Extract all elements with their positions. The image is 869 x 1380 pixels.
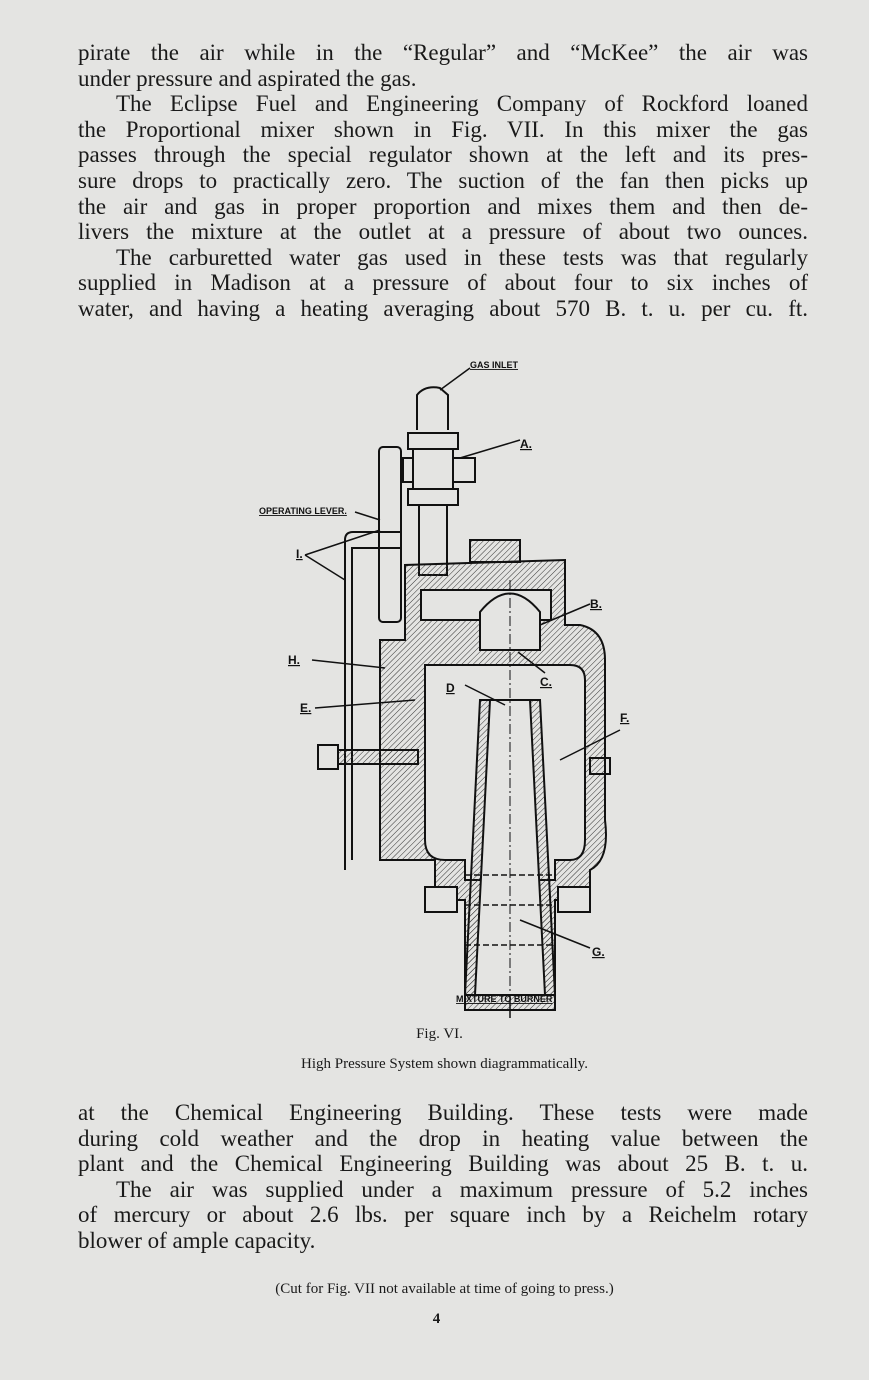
label-f: F.	[620, 711, 629, 725]
text-line: the Proportional mixer shown in Fig. VII…	[78, 116, 808, 142]
label-a: A.	[520, 437, 532, 451]
gas-inlet-pipe	[416, 386, 449, 430]
text-line: water, and having a heating averaging ab…	[78, 295, 808, 321]
text-line: passes through the special regulator sho…	[78, 142, 808, 168]
label-h: H.	[288, 653, 300, 667]
page-number: 4	[432, 1311, 441, 1327]
valve-body	[412, 448, 454, 490]
label-operating-lever: OPERATING LEVER.	[259, 506, 347, 516]
text-line: plant and the Chemical Engineering Build…	[78, 1151, 808, 1177]
text-line: The air was supplied under a maximum pre…	[116, 1176, 808, 1202]
adjusting-screw	[317, 744, 339, 770]
label-d: D	[446, 681, 455, 695]
text-line: The Eclipse Fuel and Engineering Company…	[116, 91, 808, 117]
label-b: B.	[590, 597, 602, 611]
text-line: sure drops to practically zero. The suct…	[78, 167, 808, 193]
text-line: during cold weather and the drop in heat…	[78, 1125, 808, 1151]
text-line: at the Chemical Engineering Building. Th…	[78, 1100, 808, 1125]
figure-number: Fig. VI.	[416, 1026, 463, 1042]
text-line: The carburetted water gas used in these …	[116, 244, 808, 270]
label-c: C.	[540, 675, 552, 689]
top-paragraph: pirate the air while in the “Regular” an…	[78, 40, 808, 322]
label-mixture-to-burner: MIXTURE TO BURNER	[456, 994, 553, 1004]
label-e: E.	[300, 701, 311, 715]
text-line: the air and gas in proper proportion and…	[78, 193, 808, 219]
footnote: (Cut for Fig. VII not available at time …	[275, 1281, 614, 1297]
text-line: of mercury or about 2.6 lbs. per square …	[78, 1202, 808, 1228]
bottom-paragraph: at the Chemical Engineering Building. Th…	[78, 1100, 808, 1254]
text-line: blower of ample capacity.	[78, 1227, 316, 1253]
text-line: supplied in Madison at a pressure of abo…	[78, 270, 808, 296]
label-g: G.	[592, 945, 605, 959]
operating-lever	[378, 446, 402, 623]
text-line: pirate the air while in the “Regular” an…	[78, 40, 808, 65]
regulator-cap	[469, 539, 521, 563]
text-line: livers the mixture at the outlet at a pr…	[78, 219, 808, 245]
label-gas-inlet: GAS INLET	[470, 360, 519, 370]
text-line: under pressure and aspirated the gas.	[78, 65, 417, 91]
figure-caption: High Pressure System shown diagrammatica…	[301, 1056, 588, 1072]
label-i: I.	[296, 547, 303, 561]
